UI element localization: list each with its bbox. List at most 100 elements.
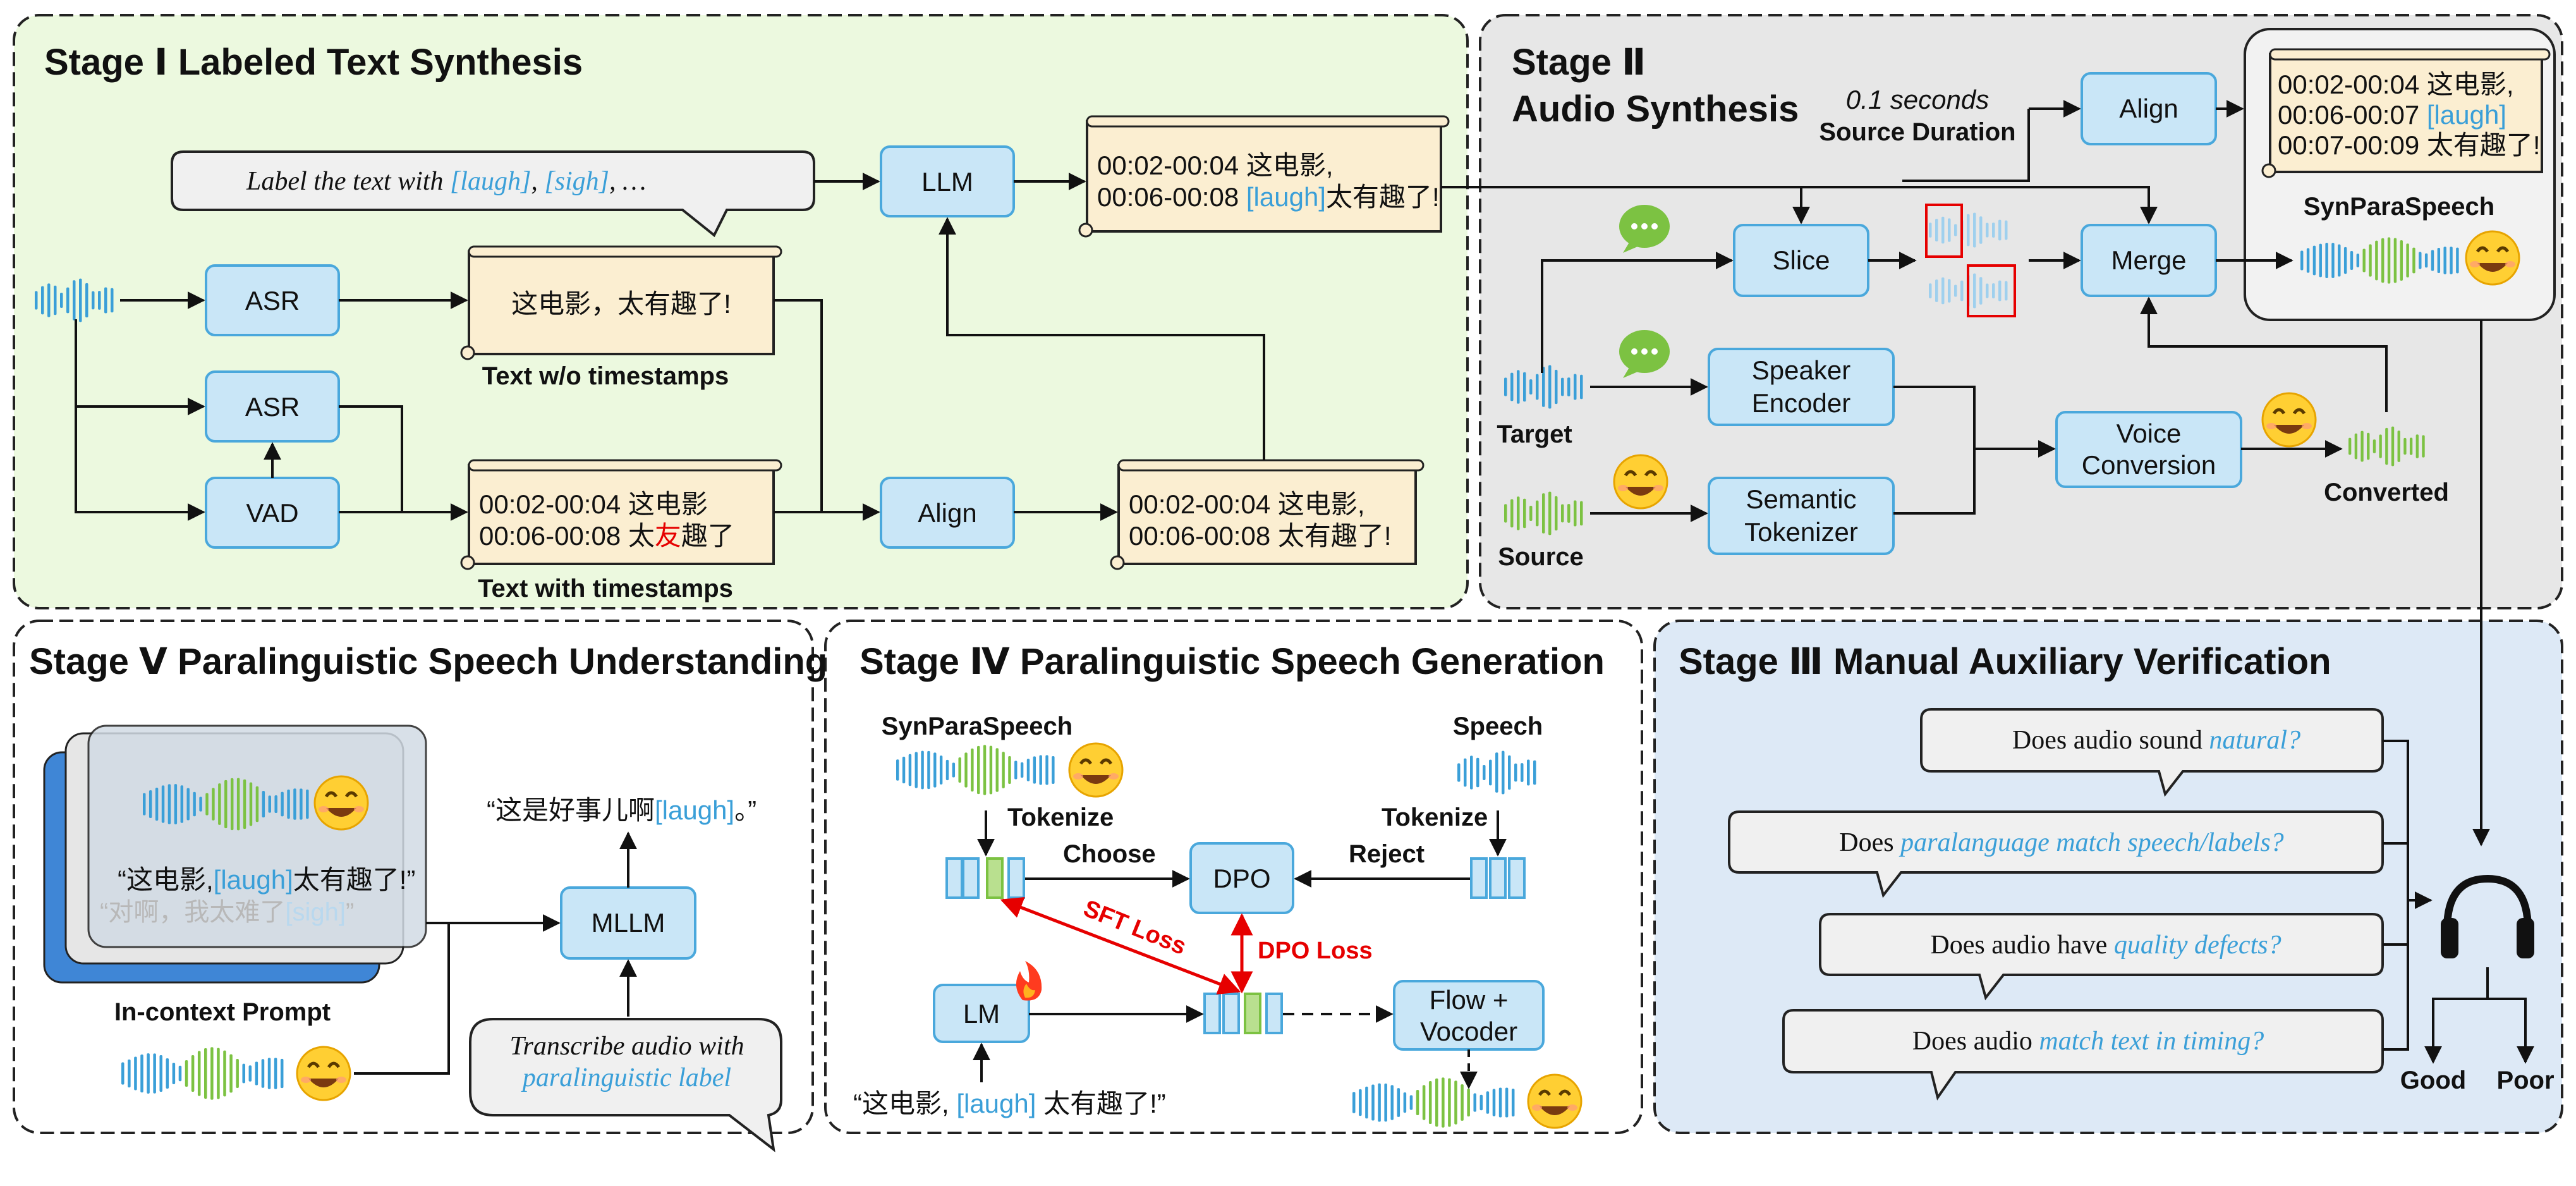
waveform-bar [212,788,215,821]
waveform-bar [2391,426,2395,467]
waveform-bar [274,1058,277,1089]
waveform-bar [964,752,968,788]
svg-text:Encoder: Encoder [1752,388,1850,418]
waveform-bar [2393,238,2397,283]
waveform-bar [199,797,202,812]
waveform-bar [223,1050,226,1097]
waveform-bar [1948,279,1951,303]
waveform-bar [1527,759,1530,786]
waveform-bar [2331,243,2335,278]
waveform-bar [933,752,937,788]
waveform-bar [2403,437,2407,455]
waveform-bar [1536,500,1539,527]
svg-text:Align: Align [918,498,976,528]
waveform-bar [2379,434,2382,458]
stage3-headphones-icon [2441,874,2534,958]
waveform-bar [47,283,51,317]
waveform-bar [35,291,38,310]
waveform-bar [1523,498,1526,529]
svg-text:LLM: LLM [921,167,973,197]
stage4-loss-arrows [1000,896,1253,995]
waveform-bar [2437,247,2441,274]
svg-text:Does audio sound natural?: Does audio sound natural? [2012,726,2300,755]
waveform-bar [236,778,240,831]
svg-text:00:02-00:04 这电影,: 00:02-00:04 这电影, [1097,150,1334,180]
waveform-bar [1567,377,1571,396]
waveform-bar [1574,374,1577,400]
stage5-output-text: “这是好事儿啊[laugh]。” [487,795,756,825]
stage4-tokenize-left: Tokenize [1007,804,1114,831]
svg-text:00:02-00:04 这电影: 00:02-00:04 这电影 [479,489,708,519]
waveform-bar [1464,758,1467,787]
stage2-slice-fragment-2 [1929,264,2016,317]
svg-text:00:06-00:07 [laugh]: 00:06-00:07 [laugh] [2278,100,2506,130]
waveform-bar [2372,439,2376,453]
stage3-question-2: Does paralanguage match speech/labels? [1728,810,2384,898]
waveform-bar [178,1065,182,1082]
waveform-bar [1026,759,1030,781]
waveform-bar [2369,244,2372,277]
stage4-title: Stage Ⅳ Paralinguistic Speech Generation [860,641,1605,682]
stage5-instruction-bubble [469,1018,782,1152]
stage4-input-text: “这电影, [laugh] 太有趣了!” [853,1089,1166,1118]
waveform-bar [243,779,246,829]
stage1-connectors [75,173,1265,521]
waveform-bar [2387,237,2391,284]
stage4-synparaspeech-emoji [1069,743,1122,797]
waveform-bar [2306,248,2310,273]
waveform-bar [1580,374,1583,400]
stage2-slice-box: Slice [1733,224,1869,297]
stage5-context-caption: In-context Prompt [114,998,331,1026]
waveform-bar [1033,756,1036,784]
waveform-bar [1548,491,1552,535]
svg-text:Does paralanguage match speech: Does paralanguage match speech/labels? [1839,828,2283,857]
waveform-bar [1510,499,1514,528]
waveform-bar [1514,763,1517,782]
waveform-bar [908,754,912,786]
stage1-input-waveform [35,278,114,322]
waveform-bar [236,1058,239,1089]
svg-text:ASR: ASR [245,392,300,422]
svg-text:00:06-00:08 太有趣了!: 00:06-00:08 太有趣了! [1129,521,1392,551]
waveform-bar [140,1055,143,1092]
waveform-bar [902,756,906,784]
stage5-context-waveform [143,778,309,831]
stage2-title-line2: Audio Synthesis [1512,89,1799,130]
waveform-bar [2312,245,2316,276]
waveform-bar [1555,369,1558,405]
waveform-bar [274,795,277,814]
waveform-bar [204,1048,207,1099]
waveform-bar [1390,1085,1394,1120]
waveform-bar [1422,1085,1426,1120]
waveform-bar [1378,1083,1381,1122]
waveform-bar [1523,372,1526,402]
waveform-bar [1567,504,1571,523]
waveform-bar [2431,250,2434,271]
waveform-bar [1521,763,1524,782]
waveform-bar [248,1065,252,1082]
stage1-llm-box: LLM [880,145,1015,217]
stage3-good-label: Good [2400,1067,2466,1094]
waveform-bar [280,1058,284,1089]
waveform-bar [2381,238,2385,283]
waveform-bar [1935,279,1938,302]
waveform-bar [1536,374,1539,400]
waveform-bar [167,784,171,824]
svg-text:Vocoder: Vocoder [1420,1017,1517,1046]
stage2-duration-value: 0.1 seconds [1846,85,1990,114]
svg-text:Does audio have quality defect: Does audio have quality defects? [1930,931,2281,960]
waveform-bar [1008,756,1011,784]
waveform-bar [161,785,165,823]
stage2-converted-waveform [2348,426,2425,467]
waveform-bar [2422,435,2425,458]
waveform-bar [54,285,57,315]
waveform-bar [205,793,209,816]
stage2-emoji-source [1614,455,1667,508]
stage4-synparaspeech-waveform [896,745,1055,795]
stage4-output-waveform [1352,1077,1515,1128]
waveform-bar [267,1058,271,1089]
waveform-bar [1454,1080,1457,1125]
waveform-bar [218,783,221,825]
waveform-bar [2356,254,2360,267]
